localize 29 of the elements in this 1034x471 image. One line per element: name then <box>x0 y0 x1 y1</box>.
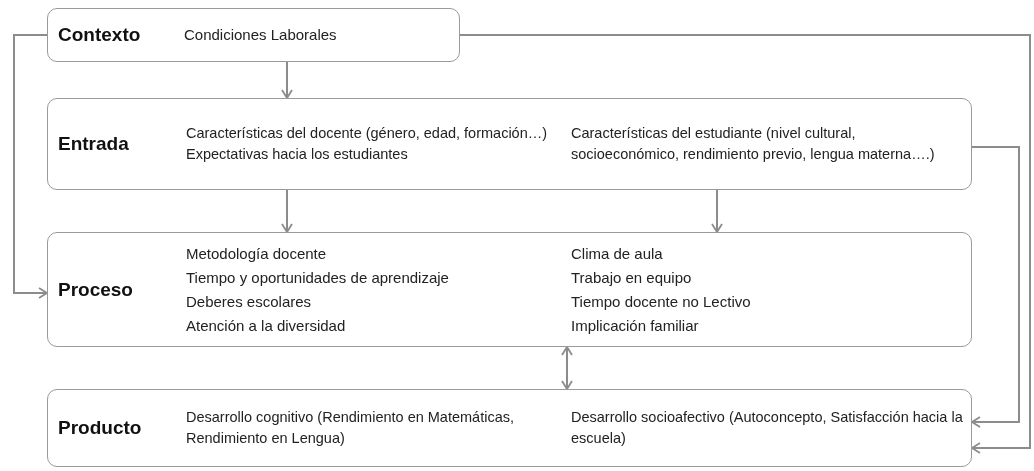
stage-heading: Producto <box>58 417 143 439</box>
connector-arrow <box>13 34 48 299</box>
connector-arrow <box>281 61 293 99</box>
stage-box <box>47 98 972 190</box>
factor-text: Clima de aula <box>571 243 664 264</box>
factor-text: Características del docente (género, edad, formación…) <box>186 124 549 143</box>
factor-text: Tiempo docente no Lectivo <box>571 291 752 312</box>
factor-text: Expectativas hacia los estudiantes <box>186 145 409 164</box>
stage-box <box>47 389 972 467</box>
factor-text: Tiempo y oportunidades de aprendizaje <box>186 267 450 288</box>
factor-text: Metodología docente <box>186 243 328 264</box>
connector-arrow <box>971 146 1020 428</box>
stage-heading: Contexto <box>58 24 142 46</box>
stage-box <box>47 232 972 347</box>
factor-text: Trabajo en equipo <box>571 267 693 288</box>
factor-text: Desarrollo cognitivo (Rendimiento en Matemáticas, Rendimiento en Lengua) <box>186 408 515 448</box>
connector-arrow <box>561 346 573 390</box>
factor-text: Deberes escolares <box>186 291 313 312</box>
stage-heading: Proceso <box>58 278 134 301</box>
factor-text: Características del estudiante (nivel cultural, socioeconómico, rendimiento previo, lengua materna….) <box>571 124 936 164</box>
factor-text: Implicación familiar <box>571 315 700 336</box>
connector-arrow <box>711 189 723 233</box>
connector-arrow <box>281 189 293 233</box>
factor-text: Condiciones Laborales <box>184 25 338 45</box>
factor-text: Atención a la diversidad <box>186 315 347 336</box>
factor-text: Desarrollo socioafectivo (Autoconcepto, Satisfacción hacia la escuela) <box>571 408 964 448</box>
connector-arrow <box>459 34 1031 454</box>
stage-box <box>47 8 460 62</box>
stage-heading: Entrada <box>58 133 130 155</box>
